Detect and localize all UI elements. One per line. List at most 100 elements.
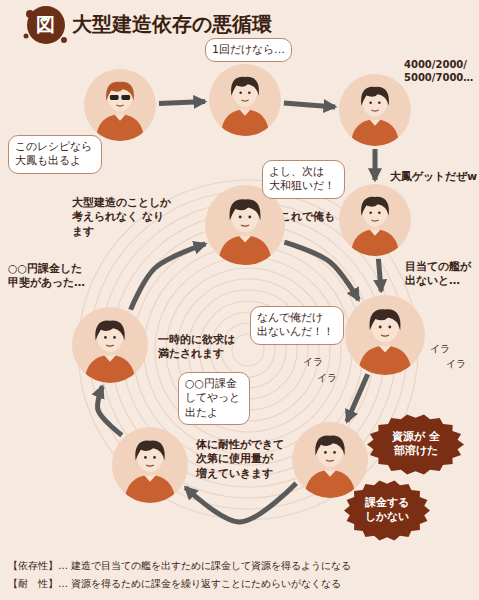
flow-arrow	[131, 244, 206, 310]
person-circle: 資源が 全部溶けた課金する しかない	[292, 422, 368, 498]
collar	[114, 114, 126, 120]
caption-text: ○○円課金した 甲斐があった…	[8, 262, 88, 291]
mouth	[371, 220, 378, 221]
note-label: イラ	[303, 356, 323, 368]
burst-callout: 課金する しかない	[362, 494, 412, 527]
shirt	[351, 229, 400, 256]
collar	[324, 470, 336, 477]
person	[358, 309, 412, 375]
person-illustration	[84, 69, 156, 141]
starburst-shape	[344, 480, 430, 540]
eye	[248, 216, 251, 219]
caption-text: 4000/2000/ 5000/7000…	[404, 58, 476, 84]
mouth	[106, 345, 114, 346]
person-circle: 1回だけなら…	[209, 64, 281, 136]
collar	[369, 229, 381, 235]
sunglasses	[110, 95, 119, 100]
shirt	[84, 355, 136, 383]
person-illustration	[72, 307, 148, 383]
eye	[239, 216, 242, 219]
shirt	[96, 114, 145, 141]
note-label: イラ	[317, 372, 337, 384]
collar	[369, 119, 381, 125]
shirt	[221, 109, 270, 136]
title-badge	[27, 6, 65, 44]
ink-splash	[61, 37, 67, 43]
collar	[239, 235, 252, 242]
speech-bubble: 1回だけなら…	[205, 38, 292, 62]
eye	[379, 326, 382, 329]
caption-text: 大型建造のことしか 考えられなく なります	[72, 196, 174, 239]
flow-arrow	[378, 259, 381, 291]
caption-text: 体に耐性ができて 次第に使用量が 増えていきます	[196, 438, 287, 481]
shirt	[358, 345, 412, 375]
person-circle: ○○円課金 してやっと 出たよ体に耐性ができて 次第に使用量が 増えていきます	[112, 427, 188, 503]
person	[124, 441, 176, 503]
person	[84, 321, 136, 383]
starburst-shape	[367, 414, 464, 474]
hair	[370, 309, 401, 330]
note-label: 図	[36, 13, 55, 36]
person-illustration	[112, 427, 188, 503]
collar	[239, 109, 251, 115]
eye	[378, 102, 381, 105]
collar	[144, 475, 156, 482]
ring-line	[144, 246, 352, 454]
ring-line	[155, 257, 341, 443]
flow-arrow	[284, 242, 358, 300]
note-label: 【耐 性】… 資源を得るために課金を繰り返すことにためらいがなくなる	[8, 578, 341, 590]
person-illustration	[339, 74, 411, 146]
sunglasses	[121, 95, 130, 100]
note-label: 【依存性】… 建造で目当ての艦を出すために課金して資源を得るようになる	[8, 560, 351, 572]
eye	[333, 451, 336, 454]
person	[218, 199, 272, 265]
person-circle: これで俺も大鳳ゲットだぜw	[339, 184, 411, 256]
hair	[361, 197, 389, 216]
flow-arrow	[185, 483, 296, 522]
speech-bubble: ○○円課金 してやっと 出たよ	[178, 372, 250, 425]
speech-bubble: よし、次は 大和狙いだ！	[262, 160, 345, 199]
hair	[230, 199, 261, 220]
person	[304, 436, 356, 498]
person-circle: 4000/2000/ 5000/7000…	[339, 74, 411, 146]
flow-arrow	[284, 103, 335, 107]
person-circle: よし、次は 大和狙いだ！大型建造のことしか 考えられなく なります	[205, 185, 285, 265]
mouth	[146, 465, 154, 466]
note-label: イラ	[430, 343, 450, 355]
hair	[315, 436, 344, 456]
person-illustration	[292, 422, 368, 498]
eye	[153, 456, 156, 459]
collar	[379, 345, 392, 352]
hair	[135, 441, 164, 461]
eye	[324, 451, 327, 454]
ink-splash	[26, 10, 34, 18]
hair	[231, 77, 259, 96]
person-illustration	[345, 295, 425, 375]
caption-text: 一時的に欲求は 満たされます	[158, 333, 238, 362]
person	[351, 197, 400, 256]
caption-text: 大鳳ゲットだぜw	[390, 170, 477, 184]
hair	[106, 82, 134, 101]
eye	[113, 336, 116, 339]
mouth	[116, 105, 123, 106]
mouth	[326, 460, 334, 461]
shirt	[351, 119, 400, 146]
eye	[378, 212, 381, 215]
person-circle: なんで俺だけ 出ないんだ！！目当ての艦が 出ないと…	[345, 295, 425, 375]
burst-callout: 資源が 全部溶けた	[385, 428, 446, 461]
speech-bubble: なんで俺だけ 出ないんだ！！	[250, 306, 344, 345]
shirt	[124, 475, 176, 503]
caption-text: これで俺も	[280, 210, 335, 224]
ink-splash	[24, 34, 29, 39]
flow-arrow	[373, 149, 378, 180]
eye	[239, 92, 242, 95]
person-illustration	[209, 64, 281, 136]
person	[221, 77, 270, 136]
person-circle: ○○円課金した 甲斐があった…一時的に欲求は 満たされます	[72, 307, 148, 383]
person-illustration	[339, 184, 411, 256]
mouth	[381, 335, 389, 336]
mouth	[241, 100, 248, 101]
note-label: イラ	[446, 358, 466, 370]
mouth	[241, 225, 249, 226]
